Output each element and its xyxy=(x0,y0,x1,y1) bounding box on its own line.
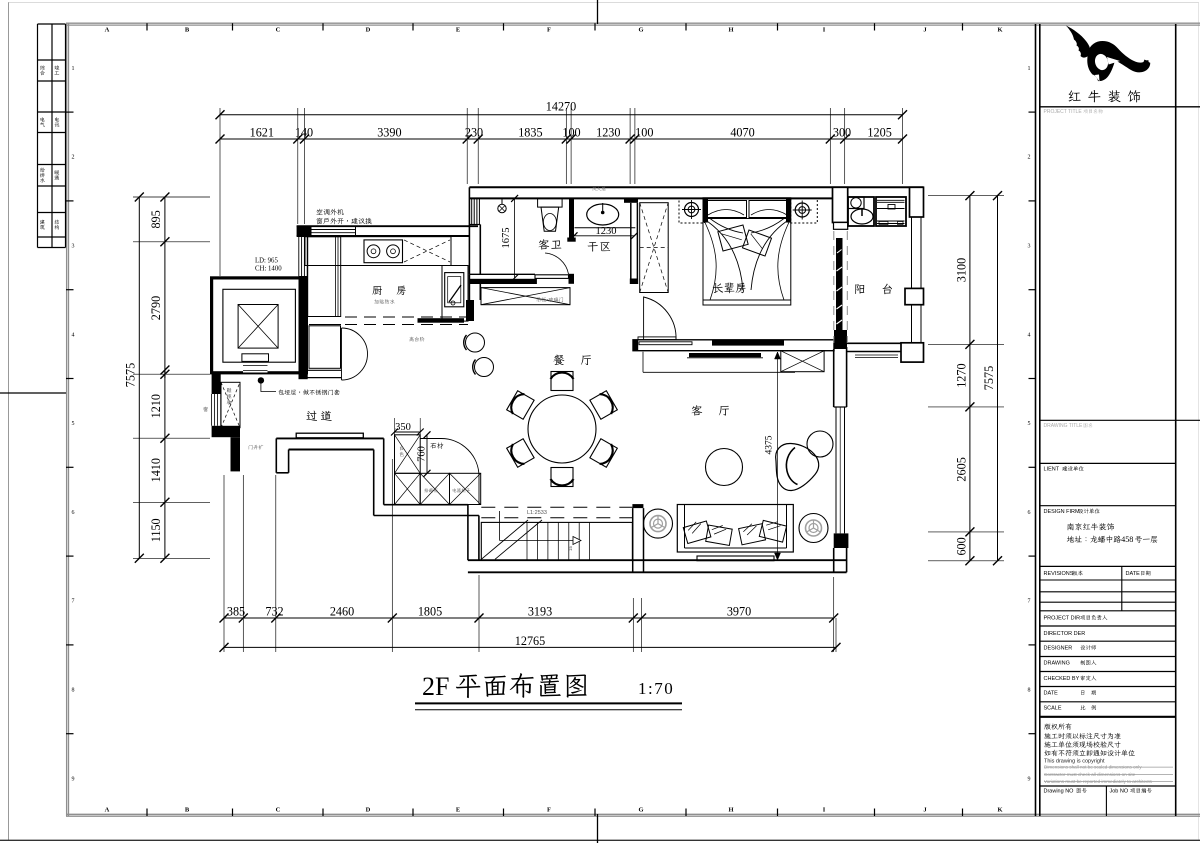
svg-text:1150: 1150 xyxy=(149,518,163,542)
svg-text:This drawing is copyright: This drawing is copyright xyxy=(1044,759,1105,765)
svg-text:1230: 1230 xyxy=(596,226,617,237)
svg-text:2: 2 xyxy=(1028,155,1031,161)
svg-text:K: K xyxy=(997,27,1002,34)
svg-text:3193: 3193 xyxy=(528,605,552,619)
svg-text:12765: 12765 xyxy=(515,634,545,648)
svg-text:DATE: DATE xyxy=(1126,571,1141,577)
svg-text:C: C xyxy=(276,27,281,34)
svg-text:DESIGN FIRM: DESIGN FIRM xyxy=(1044,509,1080,515)
svg-text:CHECKED BY: CHECKED BY xyxy=(1044,676,1080,682)
svg-text:J: J xyxy=(923,807,927,814)
svg-text:4: 4 xyxy=(72,332,75,338)
svg-text:E: E xyxy=(456,807,460,814)
svg-text:2460: 2460 xyxy=(330,605,354,619)
svg-text:1835: 1835 xyxy=(518,126,542,140)
svg-text:3: 3 xyxy=(72,244,75,250)
svg-text:7: 7 xyxy=(72,599,75,605)
svg-text:300: 300 xyxy=(833,126,851,140)
svg-text:350: 350 xyxy=(395,422,411,433)
svg-text:L1:2533: L1:2533 xyxy=(527,510,547,516)
svg-text:K: K xyxy=(997,807,1002,814)
svg-text:732: 732 xyxy=(265,605,283,619)
svg-text:1805: 1805 xyxy=(418,605,442,619)
svg-text:G: G xyxy=(638,27,643,34)
svg-text:6: 6 xyxy=(72,510,75,516)
svg-text:8: 8 xyxy=(72,688,75,694)
svg-text:1: 1 xyxy=(72,66,75,72)
svg-text:A: A xyxy=(105,807,110,814)
svg-text:5: 5 xyxy=(72,421,75,427)
svg-text:3: 3 xyxy=(1028,244,1031,250)
svg-text:G: G xyxy=(638,807,643,814)
svg-text:4375: 4375 xyxy=(765,435,775,454)
svg-text:PROJECT DIR: PROJECT DIR xyxy=(1044,616,1081,622)
svg-text:LIENT: LIENT xyxy=(1044,467,1060,473)
svg-text:D: D xyxy=(366,27,371,34)
svg-text:A: A xyxy=(105,27,110,34)
svg-text:D: D xyxy=(366,807,371,814)
svg-text:1: 1 xyxy=(1028,66,1031,72)
svg-text:C: C xyxy=(276,807,281,814)
svg-text:3970: 3970 xyxy=(727,605,751,619)
svg-text:15: 15 xyxy=(568,545,573,551)
svg-text:DIRECTOR DER: DIRECTOR DER xyxy=(1044,631,1086,637)
svg-text:9: 9 xyxy=(1028,776,1031,782)
svg-text:F: F xyxy=(547,27,551,34)
svg-text:6: 6 xyxy=(1028,510,1031,516)
svg-text:DESIGNER: DESIGNER xyxy=(1044,646,1073,652)
svg-text:2: 2 xyxy=(72,155,75,161)
svg-text:Drawing NO: Drawing NO xyxy=(1044,789,1075,795)
svg-text:7575: 7575 xyxy=(124,363,138,387)
svg-text:F: F xyxy=(547,807,551,814)
svg-text:1230: 1230 xyxy=(596,126,620,140)
svg-text:100: 100 xyxy=(635,126,653,140)
svg-text:895: 895 xyxy=(149,210,163,228)
svg-text:100: 100 xyxy=(562,126,580,140)
svg-text:CH: 1400: CH: 1400 xyxy=(255,266,282,273)
svg-text:H: H xyxy=(728,27,733,34)
svg-text:1410: 1410 xyxy=(149,458,163,482)
svg-text:140: 140 xyxy=(295,126,313,140)
svg-text:7: 7 xyxy=(1028,599,1031,605)
svg-text:600: 600 xyxy=(954,537,968,555)
svg-text:4070: 4070 xyxy=(730,126,754,140)
svg-text:4: 4 xyxy=(1028,332,1031,338)
svg-text:PROJECT TITLE: PROJECT TITLE xyxy=(1044,109,1083,115)
svg-text:2790: 2790 xyxy=(149,296,163,320)
svg-text:E: E xyxy=(456,27,460,34)
svg-text:7575: 7575 xyxy=(982,366,996,390)
svg-text:2605: 2605 xyxy=(954,457,968,481)
svg-text:2F: 2F xyxy=(422,672,449,701)
svg-text:1:70: 1:70 xyxy=(638,679,674,698)
svg-text:1621: 1621 xyxy=(250,126,274,140)
svg-text:3390: 3390 xyxy=(377,126,401,140)
svg-text:I: I xyxy=(823,807,826,814)
svg-text:1675: 1675 xyxy=(501,228,512,249)
svg-text:14270: 14270 xyxy=(546,100,576,114)
svg-text:J: J xyxy=(923,27,927,34)
svg-text:DATE: DATE xyxy=(1044,691,1059,697)
svg-text:5: 5 xyxy=(1028,421,1031,427)
svg-text:B: B xyxy=(185,807,190,814)
svg-text:1205: 1205 xyxy=(867,126,891,140)
svg-text:8: 8 xyxy=(1028,688,1031,694)
svg-text:SCALE: SCALE xyxy=(1044,706,1062,712)
svg-text:I: I xyxy=(823,27,826,34)
svg-text:1210: 1210 xyxy=(149,394,163,418)
svg-text:1270: 1270 xyxy=(954,363,968,387)
svg-text:LD: 965: LD: 965 xyxy=(255,258,278,265)
svg-text:B: B xyxy=(185,27,190,34)
svg-text:DRAWING TITLE: DRAWING TITLE xyxy=(1044,423,1084,429)
svg-text:230: 230 xyxy=(465,126,483,140)
svg-text:REVISIONS: REVISIONS xyxy=(1044,571,1074,577)
svg-text:DRAWING: DRAWING xyxy=(1044,661,1070,667)
svg-text:H: H xyxy=(728,807,733,814)
svg-text:3100: 3100 xyxy=(954,258,968,282)
svg-text:Job NO: Job NO xyxy=(1110,789,1129,795)
svg-text:458: 458 xyxy=(1121,535,1133,544)
svg-text:385: 385 xyxy=(227,605,245,619)
svg-text:760: 760 xyxy=(417,446,428,462)
svg-text:9: 9 xyxy=(72,776,75,782)
